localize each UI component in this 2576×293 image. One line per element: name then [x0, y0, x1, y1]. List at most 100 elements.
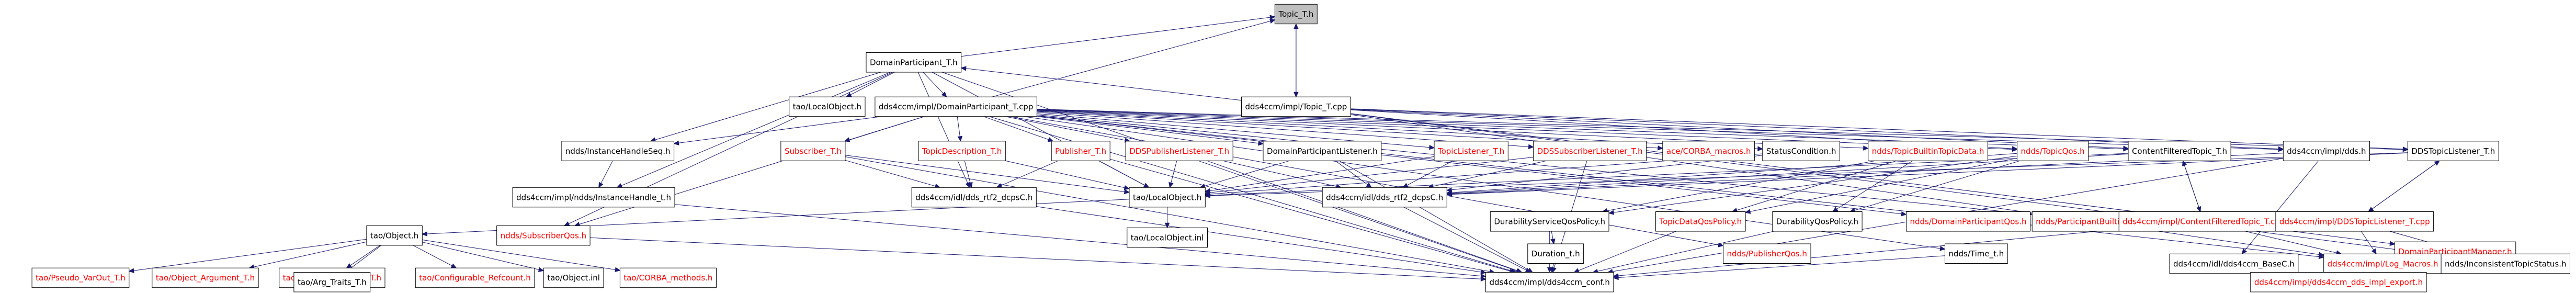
node-publisher-t-h[interactable]: Publisher_T.h	[1051, 141, 1110, 161]
node-instance-handle-seq-h[interactable]: ndds/InstanceHandleSeq.h	[561, 141, 675, 161]
edge-arrowhead	[1757, 146, 1764, 151]
edge-arrowhead	[1550, 267, 1556, 273]
node-box	[2118, 211, 2289, 232]
node-box	[2275, 211, 2434, 232]
edge-domain-participant-listener-h-to-tao-local-object-h	[1200, 160, 1290, 188]
edge-topic-listener-t-h-to-tao-local-object-h	[1205, 156, 1435, 192]
edge-arrowhead	[538, 267, 544, 272]
edge-arrowhead	[1366, 182, 1372, 188]
node-box	[866, 52, 962, 73]
node-arg-traits-t-h[interactable]: tao/Arg_Traits_T.h	[293, 272, 371, 292]
node-box	[1762, 141, 1841, 161]
node-dds-topic-listener-t-cpp[interactable]: dds4ccm/impl/DDSTopicListener_T.cpp	[2275, 211, 2434, 232]
node-label: DurabilityQosPolicy.h	[1776, 217, 1858, 227]
node-durability-qos-policy-h[interactable]: DurabilityQosPolicy.h	[1772, 211, 1863, 232]
node-inconsistent-topic-status-h[interactable]: ndds/InconsistentTopicStatus.h	[2441, 253, 2571, 274]
node-box	[1906, 211, 2030, 232]
edge-dds-topic-listener-t-cpp-to-dds-topic-listener-t-h	[2368, 160, 2440, 212]
node-topic-data-qos-policy-h[interactable]: TopicDataQosPolicy.h	[1655, 211, 1746, 232]
node-dds4ccm-conf-h[interactable]: dds4ccm/impl/dds4ccm_conf.h	[1485, 272, 1614, 292]
node-label: tao/Object.inl	[547, 273, 600, 283]
node-local-object-h[interactable]: tao/LocalObject.h	[789, 96, 866, 117]
node-content-filtered-topic-t-cpp[interactable]: dds4ccm/impl/ContentFilteredTopic_T.cpp	[2118, 211, 2289, 232]
edge-arrowhead	[563, 221, 570, 226]
edge-arrowhead	[1550, 238, 1556, 245]
node-label: dds4ccm/impl/ContentFilteredTopic_T.cpp	[2123, 217, 2285, 227]
node-dds-topic-listener-t-h[interactable]: DDSTopicListener_T.h	[2407, 141, 2499, 161]
node-tao-object-h[interactable]: tao/Object.h	[366, 225, 423, 246]
node-label: ndds/Time_t.h	[1949, 249, 2004, 259]
node-ndds-domain-participant-qos-h[interactable]: ndds/DomainParticipantQos.h	[1906, 211, 2030, 232]
edge-arrowhead	[2318, 254, 2324, 260]
edge-arrowhead	[1429, 144, 1435, 150]
node-object-argument-t-h[interactable]: tao/Object_Argument_T.h	[152, 267, 259, 288]
node-topic-description-t-h[interactable]: TopicDescription_T.h	[918, 141, 1006, 161]
node-duration-t-h[interactable]: Duration_t.h	[1527, 243, 1584, 264]
node-box	[1772, 211, 1863, 232]
node-box	[1129, 187, 1206, 208]
node-dds-topic-t-cpp[interactable]: dds4ccm/impl/Topic_T.cpp	[1241, 96, 1351, 117]
node-label: DurabilityServiceQosPolicy.h	[1494, 217, 1605, 227]
node-dds-subscriber-listener-t-h[interactable]: DDSSubscriberListener_T.h	[1533, 141, 1647, 161]
edge-arrowhead	[1269, 15, 1276, 20]
node-box	[1533, 141, 1647, 161]
node-ace-corba-macros-h[interactable]: ace/CORBA_macros.h	[1662, 141, 1755, 161]
node-tao-local-object-h[interactable]: tao/LocalObject.h	[1129, 187, 1206, 208]
node-dds-rtf2-dcpsc-h-b[interactable]: dds4ccm/idl/dds_rtf2_dcpsC.h	[1322, 187, 1447, 208]
node-dds4ccm-impl-dds-h[interactable]: dds4ccm/impl/dds.h	[2283, 141, 2370, 161]
node-durability-service-qos-policy-h[interactable]: DurabilityServiceQosPolicy.h	[1490, 211, 1609, 232]
node-topic-listener-t-h[interactable]: TopicListener_T.h	[1434, 141, 1508, 161]
edge-dds-topic-listener-t-h-to-dds-rtf2-dcpsc-h-b	[1447, 152, 2408, 195]
node-ndds-time-t-h[interactable]: ndds/Time_t.h	[1945, 243, 2008, 264]
node-domain-participant-t-h[interactable]: DomainParticipant_T.h	[866, 52, 962, 73]
edge-arrowhead	[2434, 160, 2441, 166]
node-box	[2441, 253, 2571, 274]
node-box	[1125, 141, 1233, 161]
node-label: dds4ccm/impl/Log_Macros.h	[2328, 259, 2438, 269]
node-configurable-refcount-h[interactable]: tao/Configurable_Refcount.h	[415, 267, 535, 288]
edge-domain-participant-t-cpp-to-dds-publisher-listener-t-h	[1005, 116, 1130, 142]
node-tao-local-object-inl[interactable]: tao/LocalObject.inl	[1127, 227, 1208, 248]
node-ndds-topic-qos-h[interactable]: ndds/TopicQos.h	[2017, 141, 2089, 161]
edge-arrowhead	[1205, 193, 1210, 198]
node-dds-rtf2-dcpsc-h[interactable]: dds4ccm/idl/dds_rtf2_dcpsC.h	[911, 187, 1037, 208]
node-dds4ccm-base-h[interactable]: dds4ccm/idl/dds4ccm_BaseC.h	[2169, 253, 2299, 274]
edge-arrowhead	[941, 92, 947, 98]
edge-topic-listener-t-h-to-dds-rtf2-dcpsc-h-b	[1403, 160, 1453, 188]
node-box	[2283, 141, 2370, 161]
edge-arrowhead	[968, 182, 973, 188]
edge-arrowhead	[960, 66, 967, 71]
node-label: tao/LocalObject.h	[793, 102, 861, 111]
node-tao-object-inl[interactable]: tao/Object.inl	[543, 267, 604, 288]
edge-arrowhead	[1613, 275, 1619, 280]
node-ndds-topic-builtin-topic-data-h[interactable]: ndds/TopicBuiltinTopicData.h	[1868, 141, 1988, 161]
node-pseudo-var-out-t-h[interactable]: tao/Pseudo_VarOut_T.h	[31, 267, 130, 288]
edge-dds-rtf2-dcpsc-h-b-to-dds4ccm-conf-h	[1403, 207, 1531, 273]
node-domain-participant-listener-h[interactable]: DomainParticipantListener.h	[1263, 141, 1382, 161]
node-subscriber-t-h[interactable]: Subscriber_T.h	[780, 141, 846, 161]
edge-publisher-t-h-to-dds4ccm-conf-h	[1110, 159, 1515, 273]
node-label: Topic_T.h	[1278, 9, 1313, 19]
edge-tao-object-h-to-any-insert-policy-t-h	[346, 245, 380, 268]
edge-arrowhead	[1168, 182, 1174, 188]
node-status-condition-h[interactable]: StatusCondition.h	[1762, 141, 1841, 161]
node-dds4ccm-dds-impl-export-h[interactable]: dds4ccm/impl/dds4ccm_dds_impl_export.h	[2250, 272, 2427, 292]
node-label: Publisher_T.h	[1055, 146, 1106, 156]
node-instance-handle-t-h[interactable]: dds4ccm/impl/ndds/InstanceHandle_t.h	[512, 187, 675, 208]
edge-arrowhead	[616, 183, 623, 188]
edge-arrowhead	[1047, 137, 1054, 142]
edge-arrowhead	[450, 263, 457, 268]
edge-content-filtered-topic-t-cpp-to-content-filtered-topic-t-h	[2182, 161, 2201, 212]
node-dds-publisher-listener-t-h[interactable]: DDSPublisherListener_T.h	[1125, 141, 1233, 161]
node-content-filtered-topic-t-h[interactable]: ContentFilteredTopic_T.h	[2128, 141, 2231, 161]
node-ndds-publisher-qos-h[interactable]: ndds/PublisherQos.h	[1723, 243, 1811, 264]
node-label: TopicListener_T.h	[1437, 146, 1504, 156]
node-domain-participant-t-cpp[interactable]: dds4ccm/impl/DomainParticipant_T.cpp	[875, 96, 1037, 117]
node-subscriber-qos-h[interactable]: ndds/SubscriberQos.h	[496, 225, 591, 246]
node-log-macros-h[interactable]: dds4ccm/impl/Log_Macros.h	[2323, 253, 2443, 274]
edge-arrowhead	[2371, 248, 2377, 255]
edge-tao-object-h-to-object-argument-t-h	[249, 241, 367, 268]
node-corba-methods-h[interactable]: tao/CORBA_methods.h	[619, 267, 717, 288]
node-label: ace/CORBA_macros.h	[1666, 146, 1751, 156]
node-box	[1485, 272, 1614, 292]
